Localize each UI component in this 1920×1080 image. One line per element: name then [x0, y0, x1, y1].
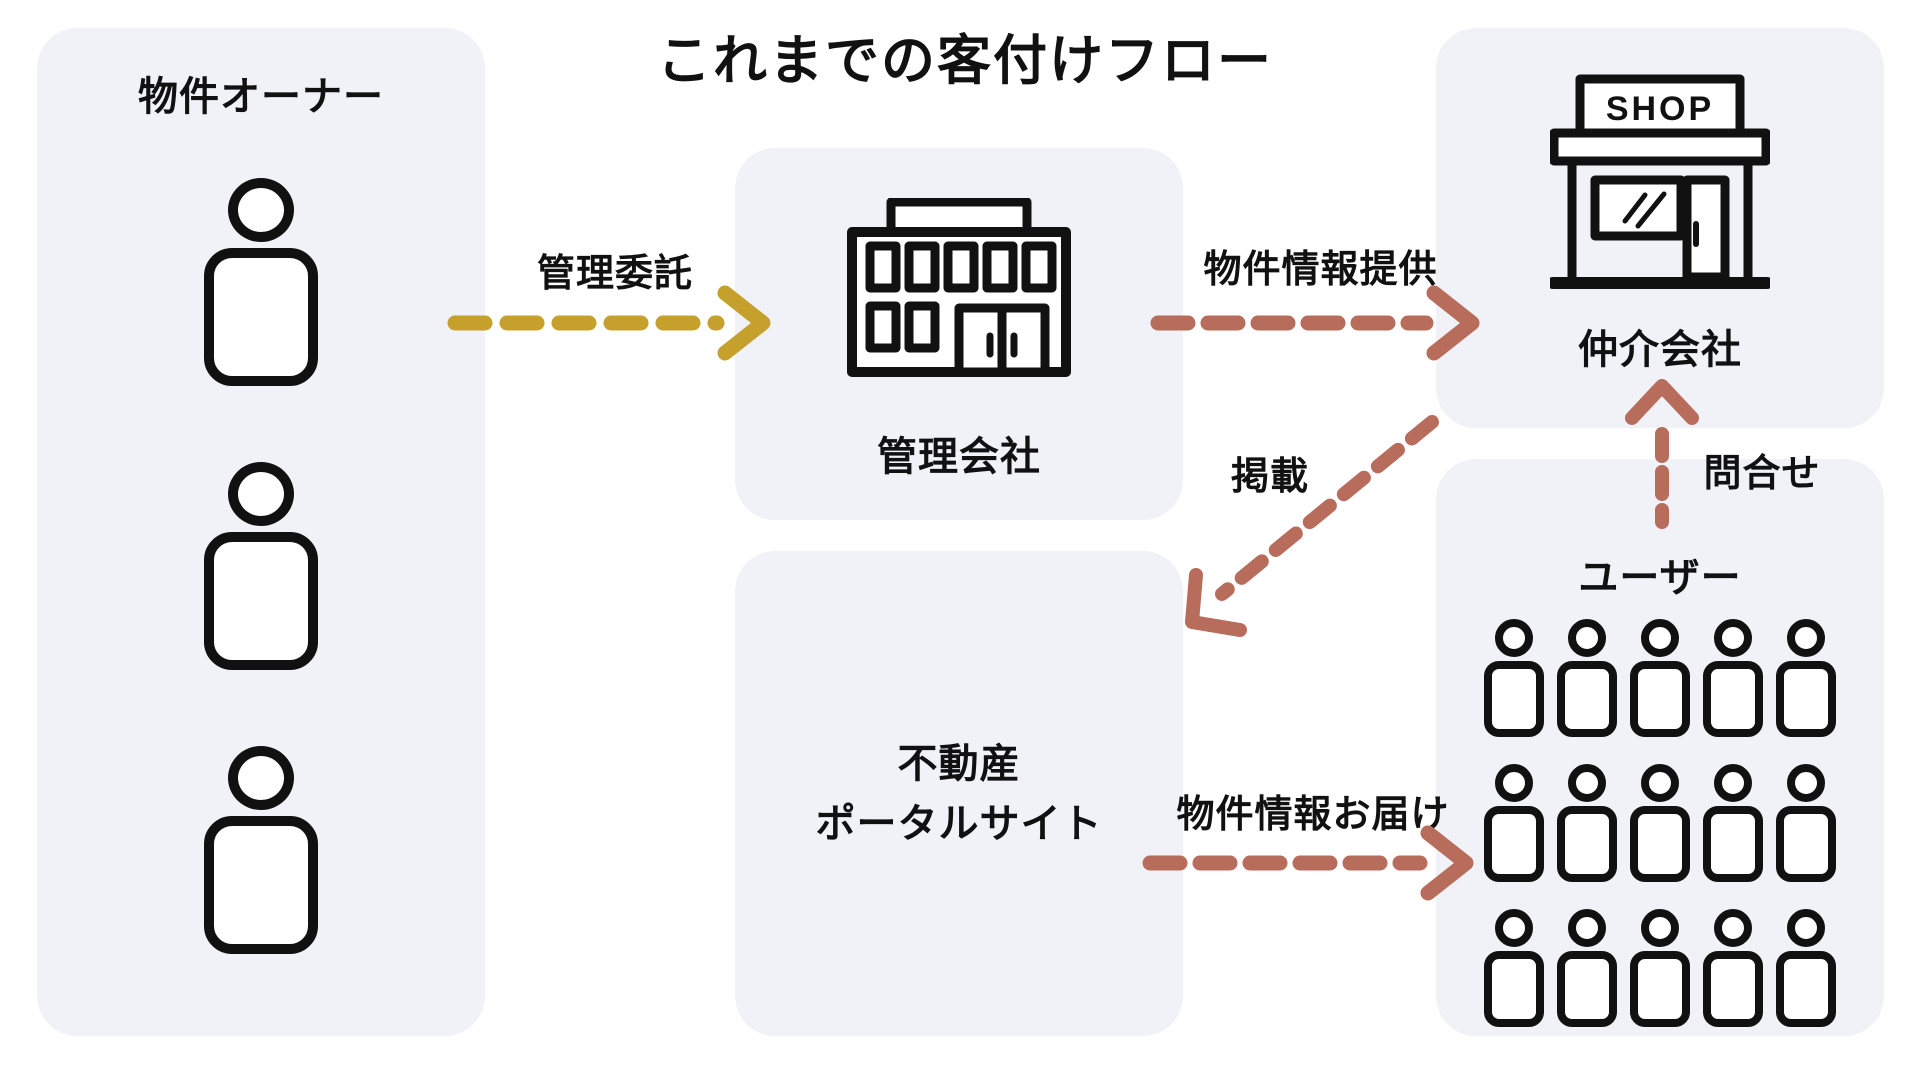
person-body: [1557, 806, 1617, 882]
person-icon: [1630, 619, 1690, 737]
person-icon: [204, 746, 318, 954]
person-body: [1630, 661, 1690, 737]
management-card-label: 管理会社: [877, 435, 1041, 479]
person-head: [1568, 764, 1606, 802]
person-body: [1703, 951, 1763, 1027]
person-icon: [1776, 909, 1836, 1027]
person-icon: [1703, 764, 1763, 882]
person-body: [1484, 951, 1544, 1027]
person-icon: [1557, 619, 1617, 737]
person-head: [1787, 619, 1825, 657]
person-icon: [1776, 619, 1836, 737]
person-icon: [1630, 764, 1690, 882]
person-body: [204, 816, 318, 954]
person-icon: [1703, 619, 1763, 737]
person-body: [204, 248, 318, 386]
person-body: [1557, 951, 1617, 1027]
person-body: [1557, 661, 1617, 737]
person-icon: [1484, 764, 1544, 882]
person-icon: [204, 462, 318, 670]
storefront-icon: SHOP: [1550, 74, 1770, 289]
person-body: [1630, 951, 1690, 1027]
arrow-listing-label: 掲載: [1230, 456, 1309, 498]
person-head: [1641, 909, 1679, 947]
arrow-consignment: [447, 285, 771, 361]
arrow-info-provision: [1150, 285, 1480, 361]
owner-card: 物件オーナー: [37, 28, 485, 1036]
person-body: [1776, 661, 1836, 737]
person-head: [228, 462, 294, 526]
person-head: [1787, 764, 1825, 802]
person-head: [1641, 619, 1679, 657]
person-head: [1495, 764, 1533, 802]
person-icon: [1484, 619, 1544, 737]
person-icon: [1557, 909, 1617, 1027]
person-head: [1495, 909, 1533, 947]
person-body: [1703, 661, 1763, 737]
person-body: [1484, 806, 1544, 882]
portal-card-label-line2: ポータルサイト: [815, 801, 1103, 846]
broker-card-label: 仲介会社: [1578, 328, 1742, 372]
person-icon: [1703, 909, 1763, 1027]
arrow-inquiry-label: 問合せ: [1703, 453, 1821, 495]
arrow-consignment-label: 管理委託: [536, 253, 693, 295]
person-head: [228, 746, 294, 810]
person-head: [1787, 909, 1825, 947]
arrow-listing: [1185, 415, 1439, 637]
page-title: これまでの客付けフロー: [657, 31, 1273, 91]
person-body: [204, 532, 318, 670]
users-card: ユーザー: [1436, 459, 1884, 1036]
person-head: [1495, 619, 1533, 657]
person-head: [1714, 764, 1752, 802]
person-icon: [1484, 909, 1544, 1027]
users-person-grid: [1484, 619, 1836, 1027]
person-body: [1776, 951, 1836, 1027]
person-head: [1568, 909, 1606, 947]
person-icon: [204, 178, 318, 386]
owner-person-group: [204, 178, 318, 954]
person-body: [1630, 806, 1690, 882]
users-card-label: ユーザー: [1578, 556, 1742, 600]
portal-card-label-line1: 不動産: [897, 741, 1021, 786]
building-icon: [847, 198, 1071, 377]
arrow-inquiry: [1625, 379, 1699, 529]
broker-card: SHOP 仲介会社: [1436, 28, 1884, 428]
owner-card-label: 物件オーナー: [138, 75, 384, 119]
arrow-info-delivery: [1142, 825, 1474, 901]
person-head: [1641, 764, 1679, 802]
management-card: 管理会社: [735, 148, 1183, 520]
person-head: [228, 178, 294, 242]
person-icon: [1776, 764, 1836, 882]
arrow-info-provision-label: 物件情報提供: [1203, 249, 1438, 291]
person-head: [1714, 909, 1752, 947]
arrow-info-delivery-label: 物件情報お届け: [1176, 794, 1450, 836]
person-body: [1484, 661, 1544, 737]
person-head: [1568, 619, 1606, 657]
portal-card: 不動産 ポータルサイト: [735, 551, 1183, 1036]
person-head: [1714, 619, 1752, 657]
person-body: [1703, 806, 1763, 882]
shop-sign-text: SHOP: [1606, 90, 1714, 128]
person-body: [1776, 806, 1836, 882]
person-icon: [1630, 909, 1690, 1027]
person-icon: [1557, 764, 1617, 882]
